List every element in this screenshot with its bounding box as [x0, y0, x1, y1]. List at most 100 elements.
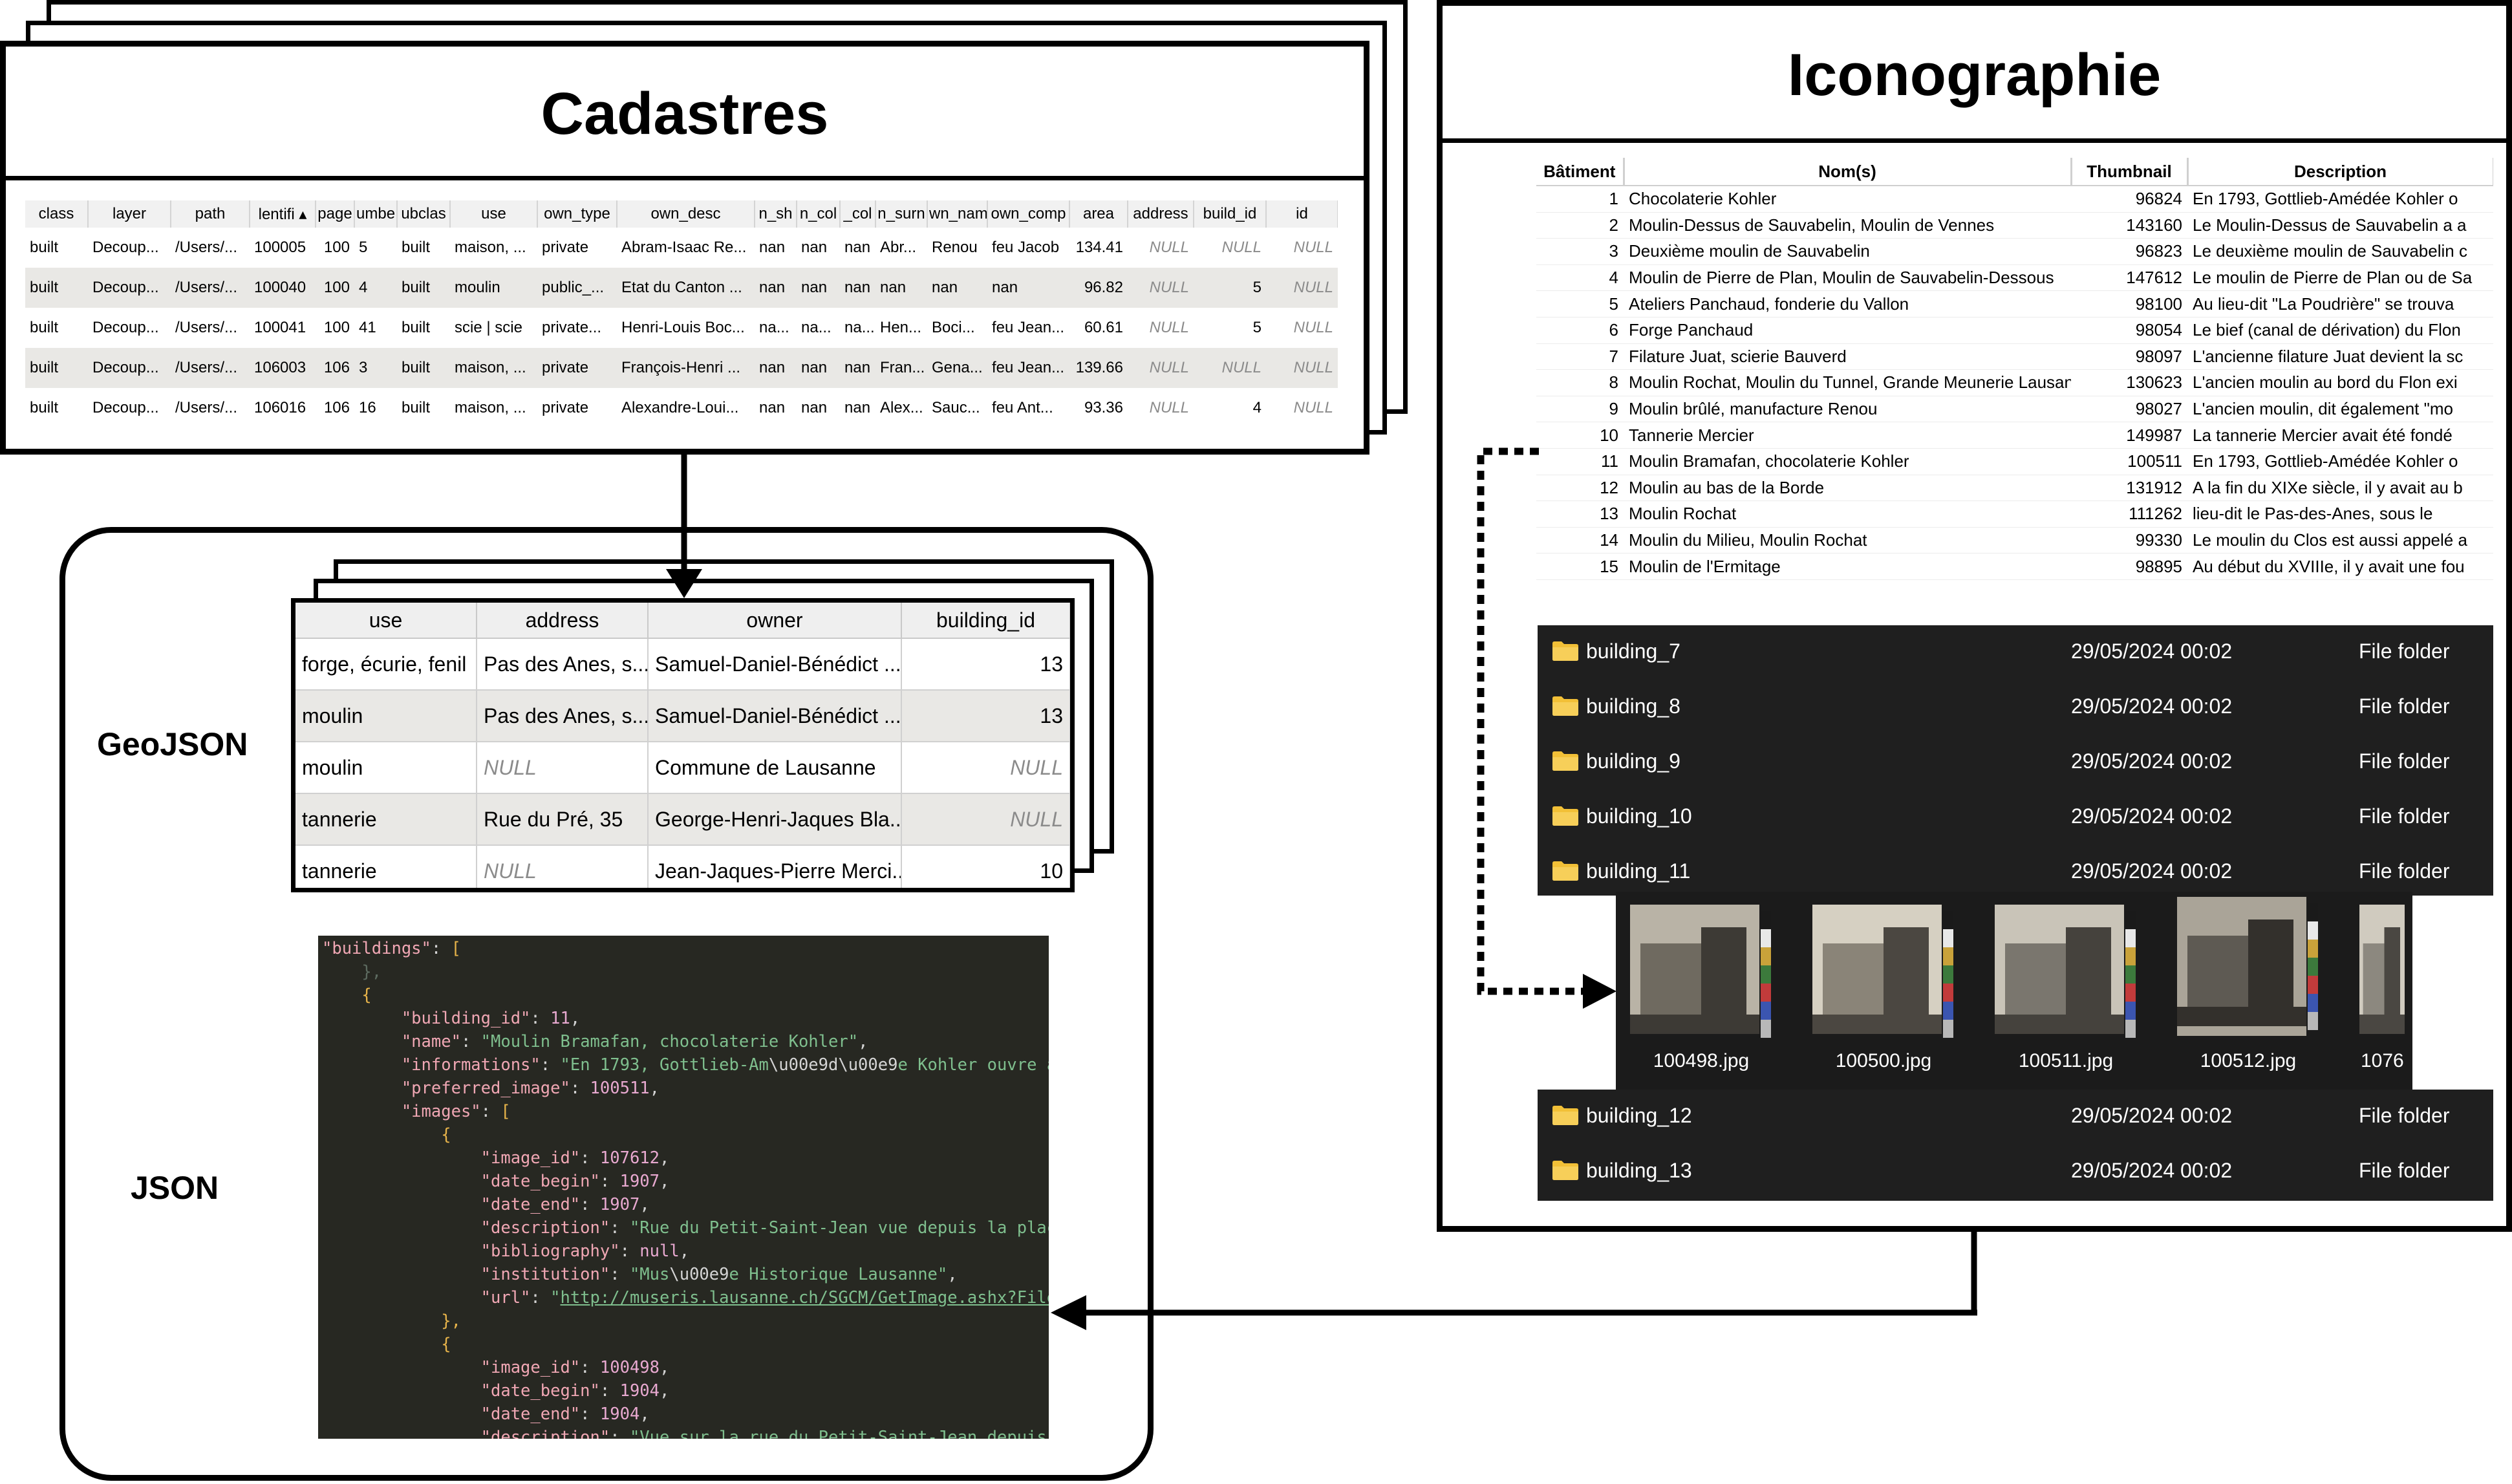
iconographie-title: Iconographie	[1787, 42, 2162, 108]
cadastres-cell: na...	[844, 319, 875, 336]
cadastres-cell: feu Jacob	[992, 239, 1060, 256]
cadastres-col-header[interactable]: wn_nam	[927, 200, 988, 228]
cadastres-col-header[interactable]: area	[1069, 200, 1128, 228]
cadastres-cell: 106016	[254, 399, 306, 416]
folder-name: building_10	[1586, 804, 1692, 828]
cadastres-col-header[interactable]: address	[1128, 200, 1194, 228]
cadastres-col-header[interactable]: page	[316, 200, 355, 228]
cadastres-col-header[interactable]: id	[1266, 200, 1338, 228]
cadastres-col-header[interactable]: _col	[840, 200, 876, 228]
folder-type: File folder	[2359, 1159, 2450, 1182]
cadastres-cell: 5	[359, 239, 368, 256]
json-token: "bibliography"	[480, 1242, 620, 1261]
cadastres-cell: François-Henri ...	[617, 348, 755, 388]
cadastres-col-header[interactable]: n_col	[797, 200, 841, 228]
cadastres-col-header[interactable]: own_comp	[987, 200, 1070, 228]
iconographie-col-header[interactable]: Description	[2187, 158, 2493, 186]
json-code-line: {	[322, 1333, 451, 1356]
iconographie-cell: 3	[1536, 238, 1624, 265]
geojson-col-header[interactable]: address	[477, 603, 649, 639]
photo-thumbnail[interactable]	[2177, 897, 2319, 1042]
geojson-col-header[interactable]: building_id	[901, 603, 1070, 639]
iconographie-col-header[interactable]: Bâtiment	[1536, 158, 1625, 186]
iconographie-col-header[interactable]: Thumbnail	[2071, 158, 2189, 186]
json-token: },	[361, 962, 382, 982]
cadastres-col-header[interactable]: n_sh	[755, 200, 797, 228]
photo-thumbnail[interactable]	[1812, 905, 1955, 1050]
cadastres-col-header[interactable]: own_desc	[617, 200, 755, 228]
json-token: [	[451, 939, 461, 958]
cadastres-col-header[interactable]: class	[25, 200, 89, 228]
cadastres-col-header[interactable]: path	[171, 200, 250, 228]
cadastres-cell: nan	[844, 399, 871, 416]
cadastres-col-header[interactable]: ubclas	[397, 200, 451, 228]
cadastres-col-header[interactable]: umbe	[354, 200, 398, 228]
iconographie-cell: 131912	[2071, 475, 2187, 502]
photo-thumbnail[interactable]	[1630, 905, 1772, 1050]
json-label: JSON	[131, 1170, 219, 1206]
iconographie-cell: 100511	[2071, 448, 2187, 475]
cadastres-cell: private...	[542, 319, 602, 336]
cadastres-col-header[interactable]: n_surn	[875, 200, 928, 228]
cadastres-col-header[interactable]: use	[450, 200, 538, 228]
cadastres-cell: Decoup...	[92, 239, 159, 256]
geojson-col-header[interactable]: use	[295, 603, 477, 639]
cadastres-col-header[interactable]: lentifi ▴	[250, 200, 316, 228]
geojson-col-header[interactable]: owner	[648, 603, 902, 639]
iconographie-cell: La tannerie Mercier avait été fondé	[2187, 422, 2493, 449]
cadastres-cell: /Users/...	[175, 319, 238, 336]
json-token: "images"	[401, 1102, 481, 1121]
json-code-line: "preferred_image": 100511,	[322, 1077, 660, 1100]
cadastres-col-header[interactable]: layer	[88, 200, 171, 228]
iconographie-col-header[interactable]: Nom(s)	[1624, 158, 2072, 186]
cadastres-cell: moulin	[450, 268, 537, 308]
cadastres-cell: feu Jean...	[987, 348, 1069, 388]
cadastres-cell: 5	[1252, 319, 1261, 336]
geojson-cell: Samuel-Daniel-Bénédict ...	[648, 638, 902, 691]
photo-thumbnail[interactable]	[2359, 905, 2412, 1050]
cadastres-cell: public_...	[537, 268, 617, 308]
json-token: "	[550, 1288, 561, 1307]
folder-name: building_9	[1586, 749, 1680, 773]
cadastres-col-header[interactable]: own_type	[537, 200, 617, 228]
iconographie-cell: Le moulin de Pierre de Plan ou de Sa	[2187, 264, 2493, 292]
cadastres-col-header[interactable]: build_id	[1194, 200, 1267, 228]
cadastres-cell: nan	[844, 239, 871, 256]
json-token: 107612	[599, 1148, 660, 1168]
json-token: "description"	[480, 1218, 610, 1238]
photo-thumbnail[interactable]	[1995, 905, 2137, 1050]
cadastres-cell: Gena...	[927, 348, 987, 388]
